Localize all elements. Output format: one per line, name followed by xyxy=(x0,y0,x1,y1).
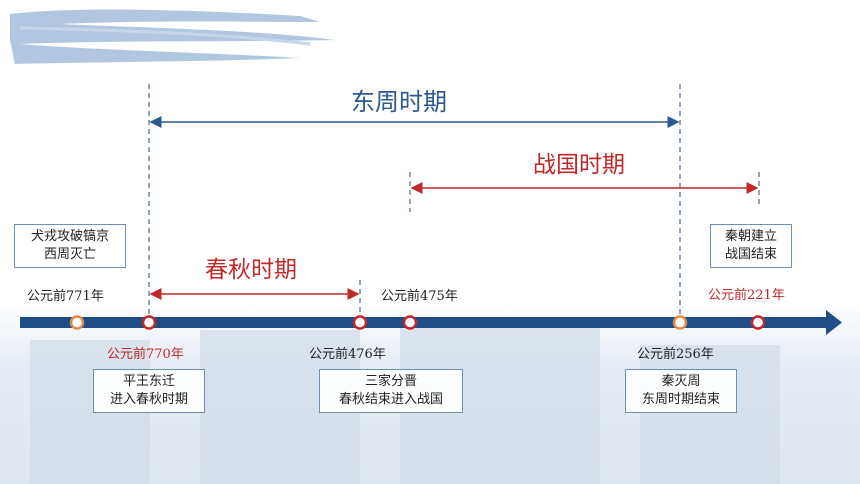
marker-770 xyxy=(141,315,157,330)
event-476-line2: 春秋结束进入战国 xyxy=(338,392,443,407)
year-256-label: 公元前256年 xyxy=(637,347,714,362)
marker-476 xyxy=(352,315,368,330)
event-221-line2: 战国结束 xyxy=(724,247,777,262)
timeline-axis-arrowhead xyxy=(826,310,842,335)
event-221-line1: 秦朝建立 xyxy=(724,229,777,244)
event-771-line2: 西周灭亡 xyxy=(43,247,96,262)
year-771-label: 公元前771年 xyxy=(27,289,104,304)
year-770-label: 公元前770年 xyxy=(107,347,184,362)
event-221-box: 秦朝建立 战国结束 xyxy=(710,224,792,268)
event-476-box: 三家分晋 春秋结束进入战国 xyxy=(319,369,463,413)
event-256-line2: 东周时期结束 xyxy=(641,392,720,407)
event-770-line2: 进入春秋时期 xyxy=(109,392,188,407)
event-476-line1: 三家分晋 xyxy=(364,374,417,389)
year-221-label: 公元前221年 xyxy=(708,288,785,303)
year-475-label: 公元前475年 xyxy=(381,289,458,304)
event-770-box: 平王东迁 进入春秋时期 xyxy=(93,369,205,413)
timeline-axis xyxy=(20,317,828,328)
event-256-line1: 秦灭周 xyxy=(661,374,701,389)
marker-221 xyxy=(750,315,766,330)
event-256-box: 秦灭周 东周时期结束 xyxy=(625,369,737,413)
period-spring-autumn-label: 春秋时期 xyxy=(205,257,297,283)
period-warring-states-label: 战国时期 xyxy=(533,152,625,178)
event-771-box: 犬戎攻破镐京 西周灭亡 xyxy=(14,224,126,268)
year-476-label: 公元前476年 xyxy=(309,347,386,362)
marker-475 xyxy=(402,315,418,330)
event-771-line1: 犬戎攻破镐京 xyxy=(30,229,109,244)
event-770-line1: 平王东迁 xyxy=(122,374,175,389)
marker-771 xyxy=(69,315,85,330)
brush-stroke-decoration xyxy=(10,9,335,64)
marker-256 xyxy=(672,315,688,330)
period-eastern-zhou-label: 东周时期 xyxy=(351,88,447,116)
